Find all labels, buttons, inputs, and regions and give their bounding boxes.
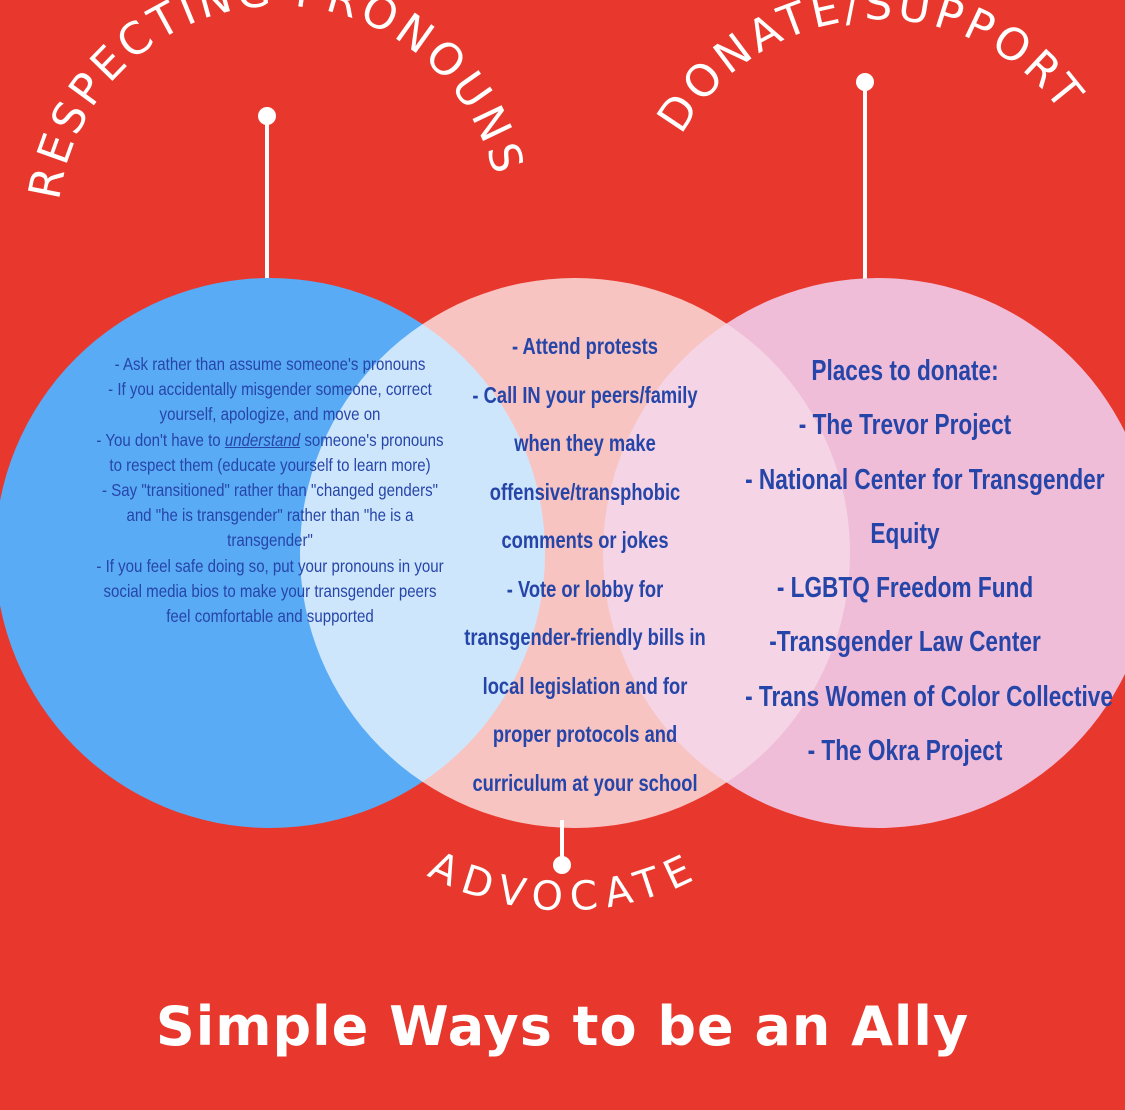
- pronoun-tip-line: - If you accidentally misgender someone,…: [108, 379, 432, 400]
- bottom-arc-label: ADVOCATE: [422, 843, 708, 921]
- donate-line: Equity: [870, 517, 940, 550]
- bottom-connector-dot: [553, 856, 571, 874]
- left-arc-label: RESPECTING PRONOUNS: [19, 0, 534, 203]
- right-arc-label: DONATE/SUPPORT: [648, 0, 1095, 141]
- pronoun-tip-line: social media bios to make your transgend…: [103, 580, 437, 601]
- advocate-tip-line: curriculum at your school: [472, 769, 698, 796]
- pronoun-tip-line: feel comfortable and supported: [166, 606, 374, 627]
- pronoun-tip-line: - If you feel safe doing so, put your pr…: [96, 555, 444, 576]
- donate-line: Places to donate:: [811, 355, 999, 387]
- advocate-list: - Attend protests - Call IN your peers/fa…: [464, 322, 706, 807]
- pronoun-tip-line: and "he is transgender" rather than "he …: [126, 505, 414, 526]
- pronoun-tip-line: yourself, apologize, and move on: [159, 404, 381, 425]
- middle-circle-tint: [300, 278, 850, 828]
- page-title: Simple Ways to be an Ally: [155, 995, 970, 1058]
- pronoun-tip-line: transgender": [227, 530, 313, 551]
- advocate-tip-line: - Vote or lobby for: [506, 575, 664, 602]
- advocate-tip-line: local legislation and for: [482, 672, 688, 699]
- advocate-tip-line: - Attend protests: [512, 333, 658, 359]
- pronoun-tip-line: - Ask rather than assume someone's prono…: [114, 354, 426, 374]
- advocate-tip-line: proper protocols and: [492, 721, 678, 747]
- advocate-tip-line: comments or jokes: [501, 527, 669, 553]
- respecting-pronouns-list: - Ask rather than assume someone's prono…: [89, 352, 450, 629]
- right-connector-dot: [856, 73, 874, 91]
- donate-list: Places to donate: - The Trevor Project - N…: [745, 344, 1113, 778]
- advocate-tip-line: - Call IN your peers/family: [472, 381, 698, 408]
- advocate-tip-line: offensive/transphobic: [489, 478, 681, 505]
- donate-line: - The Okra Project: [807, 735, 1003, 768]
- left-connector-dot: [258, 107, 276, 125]
- advocate-tip-line: when they make: [514, 430, 656, 456]
- donate-line: - National Center for Transgender: [745, 463, 1105, 496]
- donate-line: - The Trevor Project: [798, 409, 1012, 442]
- right-circle: [603, 278, 1125, 828]
- advocate-tip-line: transgender-friendly bills in: [464, 624, 706, 650]
- donate-line: - LGBTQ Freedom Fund: [776, 572, 1034, 605]
- pronoun-tip-line: - You don't have to understand someone's…: [96, 429, 444, 450]
- pronoun-tip-line: to respect them (educate yourself to lea…: [109, 454, 431, 475]
- pronoun-tip-line: - Say "transitioned" rather than "change…: [102, 480, 438, 501]
- donate-line: - Trans Women of Color Collective: [745, 680, 1113, 713]
- donate-line: -Transgender Law Center: [769, 626, 1041, 659]
